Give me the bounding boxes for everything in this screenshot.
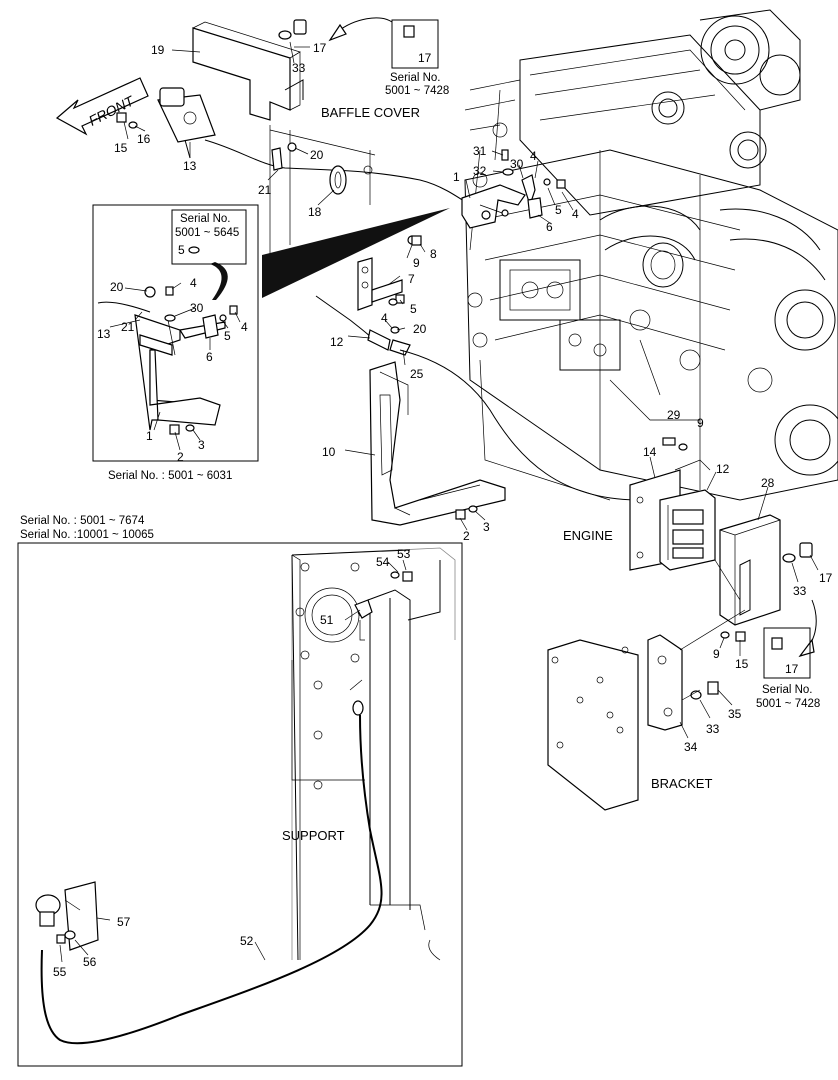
- callout-33-top: 33: [292, 61, 306, 75]
- callout-17-top: 17: [313, 41, 327, 55]
- callout-52: 52: [240, 934, 254, 948]
- callout-18: 18: [308, 205, 322, 219]
- callout-12-mid: 12: [330, 335, 344, 349]
- callout-30-engine: 30: [510, 157, 524, 171]
- callout-29: 29: [667, 408, 681, 422]
- detail-wedge-2: [210, 262, 228, 300]
- serial-lower-caption-2: Serial No. :10001 ~ 10065: [20, 529, 154, 541]
- serial-box-right-icon: [771, 637, 783, 650]
- callout-4-engine-b: 4: [572, 207, 579, 221]
- serial-box-top-icon: [403, 25, 415, 38]
- serial-inset-title: Serial No.: [180, 213, 231, 225]
- callout-5-mid: 5: [410, 302, 417, 316]
- inset-detail: [92, 204, 259, 462]
- callout-15-right: 15: [735, 657, 749, 671]
- callout-12-right: 12: [716, 462, 730, 476]
- callout-2-mid: 2: [463, 529, 470, 543]
- serial-right-range: 5001 ~ 7428: [756, 698, 820, 710]
- detail-wedge: [262, 208, 450, 298]
- baffle-cover-label: BAFFLE COVER: [321, 105, 420, 120]
- callout-33-bracket: 33: [706, 722, 720, 736]
- engine-illustration: [464, 9, 838, 501]
- callout-1-engine: 1: [453, 170, 460, 184]
- callout-31: 31: [473, 144, 487, 158]
- callout-32: 32: [473, 164, 487, 178]
- front-arrow: [55, 77, 149, 136]
- upper-actuator-assembly: [55, 17, 471, 265]
- callout-4-mid: 4: [381, 311, 388, 325]
- callout-9-mid: 9: [413, 256, 420, 270]
- serial-inset-caption: Serial No. : 5001 ~ 6031: [108, 470, 232, 482]
- callout-14: 14: [643, 445, 657, 459]
- serial-lower-caption-1: Serial No. : 5001 ~ 7674: [20, 515, 145, 527]
- serial-top-part: 17: [418, 51, 432, 65]
- middle-bracket-assembly: [315, 235, 641, 531]
- callout-4-inset-b: 4: [241, 320, 248, 334]
- callout-35: 35: [728, 707, 742, 721]
- callout-6-inset: 6: [206, 350, 213, 364]
- callout-1-inset: 1: [146, 429, 153, 443]
- callout-10: 10: [322, 445, 336, 459]
- callout-4-engine-a: 4: [530, 149, 537, 163]
- callout-3-mid: 3: [483, 520, 490, 534]
- callout-6-engine: 6: [546, 220, 553, 234]
- callout-8: 8: [430, 247, 437, 261]
- callout-20-top: 20: [310, 148, 324, 162]
- callout-57: 57: [117, 915, 131, 929]
- callout-55: 55: [53, 965, 67, 979]
- callout-33-right: 33: [793, 584, 807, 598]
- serial-top-title: Serial No.: [390, 72, 441, 84]
- support-label: SUPPORT: [282, 828, 345, 843]
- callout-2-inset: 2: [177, 450, 184, 464]
- callout-4-inset-a: 4: [190, 276, 197, 290]
- callout-21-inset: 21: [121, 320, 135, 334]
- callout-51: 51: [320, 613, 334, 627]
- serial-top-range: 5001 ~ 7428: [385, 85, 449, 97]
- bracket-label: BRACKET: [651, 776, 712, 791]
- serial-inset-part: 5: [178, 243, 185, 257]
- lower-detail: [17, 542, 463, 1067]
- callout-13-top: 13: [183, 159, 197, 173]
- engine-label: ENGINE: [563, 528, 613, 543]
- callout-5-inset: 5: [224, 329, 231, 343]
- callout-30-inset: 30: [190, 301, 204, 315]
- callout-25: 25: [410, 367, 424, 381]
- callout-21-top: 21: [258, 183, 272, 197]
- callout-54: 54: [376, 555, 390, 569]
- callout-3-inset: 3: [198, 438, 205, 452]
- callout-9-right-a: 9: [697, 416, 704, 430]
- callout-19: 19: [151, 43, 165, 57]
- serial-right-part: 17: [785, 662, 799, 676]
- callout-20-inset: 20: [110, 280, 124, 294]
- text-layer: FRONT BAFFLE COVER ENGINE BRACKET SUPPOR…: [20, 41, 833, 979]
- serial-box-right: [763, 627, 811, 679]
- callout-16: 16: [137, 132, 151, 146]
- callout-5-engine: 5: [555, 203, 562, 217]
- callout-53: 53: [397, 547, 411, 561]
- callout-34: 34: [684, 740, 698, 754]
- callout-13-inset: 13: [97, 327, 111, 341]
- callout-56: 56: [83, 955, 97, 969]
- serial-box-top: [391, 19, 439, 69]
- callout-7: 7: [408, 272, 415, 286]
- callout-9-right-b: 9: [713, 647, 720, 661]
- serial-inset-range: 5001 ~ 5645: [175, 227, 239, 239]
- callout-20-mid: 20: [413, 322, 427, 336]
- serial-right-title: Serial No.: [762, 684, 813, 696]
- callout-28: 28: [761, 476, 775, 490]
- callout-17-right: 17: [819, 571, 833, 585]
- lever-assembly-engine: [461, 149, 574, 229]
- right-solenoid-assembly: [547, 437, 819, 811]
- callout-15-top: 15: [114, 141, 128, 155]
